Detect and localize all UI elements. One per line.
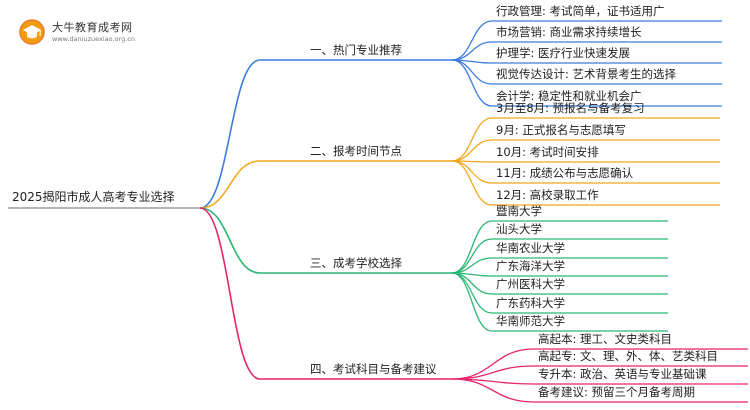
branch-connector — [199, 160, 261, 209]
leaf-label: 专升本: 政治、英语与专业基础课 — [538, 367, 707, 381]
leaf-connector — [451, 160, 493, 184]
graduation-badge-icon — [19, 19, 45, 45]
leaf-label: 华南农业大学 — [496, 241, 565, 255]
leaf-label: 12月: 高校录取工作 — [496, 188, 599, 202]
branch-label: 一、热门专业推荐 — [310, 43, 402, 57]
branch-connector — [199, 59, 261, 209]
leaf-connector — [451, 20, 493, 61]
leaf-connector — [451, 238, 493, 274]
leaf-label: 广东药科大学 — [496, 296, 565, 310]
logo-url: www.daniuzuexiao.org.cn — [52, 35, 135, 43]
branch-label: 四、考试科目与备考建议 — [310, 362, 437, 376]
leaf-label: 汕头大学 — [496, 222, 542, 236]
leaf-label: 3月至8月: 预报名与备考复习 — [496, 101, 645, 115]
leaf-label: 高起专: 文、理、外、体、艺类科目 — [538, 349, 719, 363]
logo-title: 大牛教育成考网 — [52, 21, 133, 34]
leaf-label: 行政管理: 考试简单，证书适用广 — [496, 4, 665, 18]
branch-label: 三、成考学校选择 — [310, 256, 402, 270]
branch-label: 二、报考时间节点 — [310, 144, 402, 158]
leaf-label: 备考建议: 预留三个月备考周期 — [538, 385, 696, 399]
leaf-connector — [451, 117, 493, 162]
leaf-label: 广东海洋大学 — [496, 259, 565, 273]
leaf-connector — [451, 365, 535, 380]
leaf-label: 视觉传达设计: 艺术背景考生的选择 — [496, 67, 677, 81]
leaf-connector — [451, 348, 535, 380]
leaf-label: 高起本: 理工、文史类科目 — [538, 332, 673, 346]
leaf-connector — [451, 139, 493, 162]
leaf-connector — [451, 41, 493, 61]
leaf-connector — [451, 160, 493, 206]
leaf-connector — [451, 59, 493, 107]
leaf-connector — [451, 59, 493, 85]
branch-connector — [199, 207, 261, 380]
site-logo: 大牛教育成考网 www.daniuzuexiao.org.cn — [18, 16, 138, 50]
leaf-label: 暨南大学 — [496, 204, 542, 218]
leaf-label: 会计学: 稳定性和就业机会广 — [496, 89, 642, 103]
leaf-label: 广州医科大学 — [496, 277, 565, 291]
leaf-label: 护理学: 医疗行业快速发展 — [496, 46, 631, 60]
leaf-label: 市场营销: 商业需求持续增长 — [496, 25, 642, 39]
leaf-connector — [451, 272, 493, 332]
leaf-label: 10月: 考试时间安排 — [496, 145, 599, 159]
leaf-connector — [451, 378, 535, 403]
leaf-label: 9月: 正式报名与志愿填写 — [496, 123, 626, 137]
leaf-label: 11月: 成绩公布与志愿确认 — [496, 166, 634, 180]
leaf-label: 华南师范大学 — [496, 314, 565, 328]
root-label: 2025揭阳市成人高考专业选择 — [12, 190, 175, 204]
branch-connector — [199, 207, 261, 274]
